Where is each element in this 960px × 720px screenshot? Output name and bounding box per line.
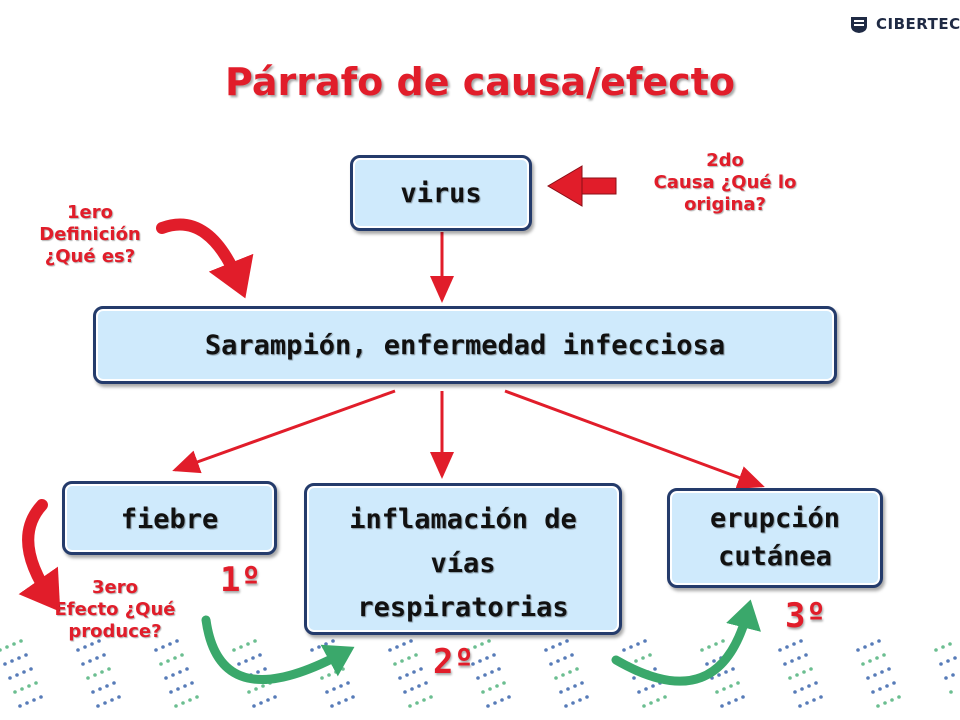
cibertec-logo-icon [851, 17, 867, 33]
arrow-left-icon [547, 165, 617, 207]
node-fiebre-label: fiebre [120, 504, 219, 535]
curved-arrow-icon [18, 499, 61, 612]
node-erupcion-line: cutánea [718, 541, 832, 572]
annotation-second: 2do Causa ¿Qué lo origina? [620, 150, 830, 216]
page-title: Párrafo de causa/efecto [225, 60, 735, 104]
annotation-third: 3ero Efecto ¿Qué produce? [20, 577, 210, 643]
node-inflamacion: inflamación de vías respiratorias [304, 483, 622, 635]
connector-main-fiebre [172, 389, 396, 474]
order-label-2: 2º [433, 642, 474, 682]
annotation-line: origina? [684, 194, 766, 215]
node-erupcion: erupción cutánea [667, 488, 883, 588]
annotation-line: 1ero [67, 202, 113, 223]
node-sarampion-label: Sarampión, enfermedad infecciosa [204, 329, 726, 361]
node-fiebre: fiebre [62, 481, 277, 555]
node-inflamacion-line: vías [430, 548, 496, 579]
annotation-line: produce? [68, 621, 162, 642]
annotation-line: Definición [39, 224, 141, 245]
node-inflamacion-line: respiratorias [357, 592, 569, 623]
annotation-line: Efecto ¿Qué [54, 599, 176, 620]
node-inflamacion-line: inflamación de [349, 504, 577, 535]
order-label-3: 3º [785, 596, 826, 636]
node-virus-label: virus [400, 177, 482, 209]
annotation-line: Causa ¿Qué lo [653, 172, 797, 193]
node-sarampion: Sarampión, enfermedad infecciosa [93, 306, 837, 384]
annotation-line: 3ero [92, 577, 138, 598]
node-erupcion-line: erupción [709, 503, 841, 534]
connector-main-erupcion [504, 389, 765, 489]
cibertec-logo: CIBERTEC [848, 14, 960, 34]
curved-green-arrow-icon [201, 615, 355, 685]
curved-green-arrow-icon [611, 599, 761, 686]
annotation-line: ¿Qué es? [44, 246, 136, 267]
logo-text: CIBERTEC [876, 15, 960, 33]
annotation-first: 1ero Definición ¿Qué es? [20, 202, 160, 268]
annotation-line: 2do [706, 150, 744, 171]
order-label-1: 1º [220, 560, 261, 600]
node-virus: virus [350, 155, 532, 231]
curved-arrow-icon [156, 218, 254, 299]
